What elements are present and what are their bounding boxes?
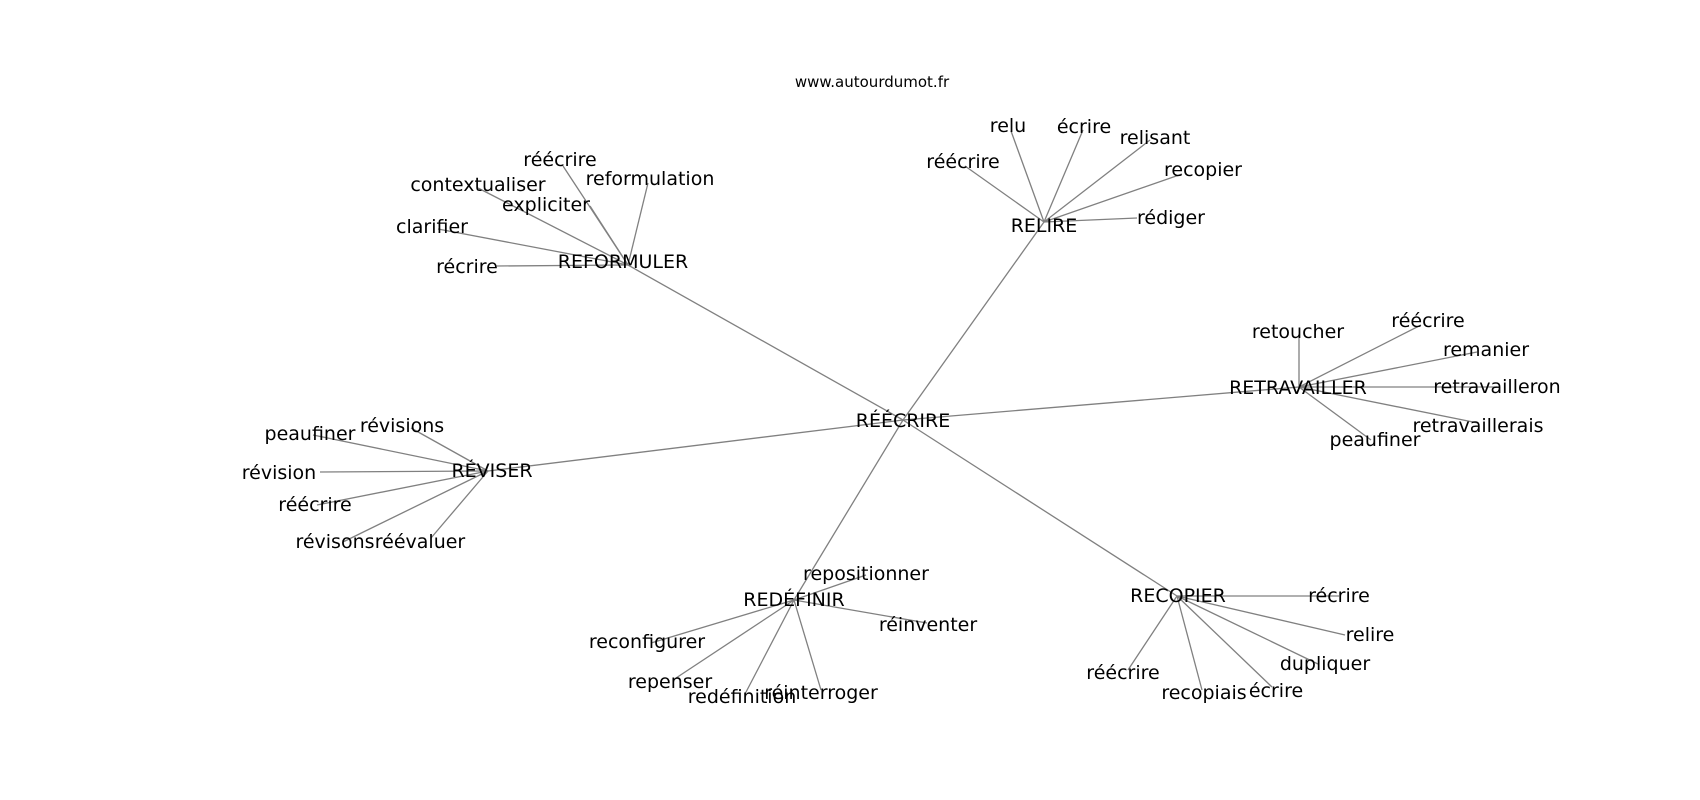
edge-reviser-revisions: [410, 427, 489, 472]
edge-redefinir-repositionner: [793, 574, 867, 601]
leaf-node-revisons[interactable]: révisons: [295, 531, 374, 553]
edge-recopier-relire: [1176, 595, 1346, 636]
leaf-node-recopier[interactable]: recopier: [1164, 159, 1242, 181]
leaf-node-repositionner[interactable]: repositionner: [803, 563, 929, 585]
edge-reformuler-clarifier: [437, 228, 629, 266]
edge-relire-ecrire: [1043, 129, 1084, 223]
edge-reviser-revision: [319, 470, 489, 473]
leaf-node-retoucher[interactable]: retoucher: [1252, 321, 1344, 343]
edge-recopier-dupliquer: [1176, 595, 1319, 665]
leaf-node-redefinition[interactable]: redéfinition: [688, 686, 797, 708]
edge-relire-rediger: [1043, 217, 1138, 223]
edge-redefinir-repenser: [672, 599, 795, 681]
edge-reviser-revisons: [342, 470, 489, 543]
edge-retravailler-reecrire: [1298, 324, 1422, 388]
edge-recopier-reecrire: [1127, 595, 1178, 671]
leaf-node-relu[interactable]: relu: [990, 115, 1026, 137]
leaf-node-dupliquer[interactable]: dupliquer: [1280, 653, 1371, 675]
hub-node-relire[interactable]: RELIRE: [1011, 215, 1078, 237]
hub-node-reformuler[interactable]: REFORMULER: [558, 251, 688, 273]
leaf-node-peaufiner[interactable]: peaufiner: [265, 423, 356, 445]
edge-retravailler-retravaillerais: [1298, 386, 1479, 424]
leaf-node-repenser[interactable]: repenser: [628, 671, 712, 693]
edge-redefinir-reconfigurer: [650, 599, 795, 644]
edge-reformuler-reformulation: [627, 182, 649, 266]
edge-relire-reecrire: [964, 165, 1045, 223]
leaf-node-reecrire[interactable]: réécrire: [926, 151, 999, 173]
leaf-node-reecrire[interactable]: réécrire: [1391, 310, 1464, 332]
leaf-node-ecrire[interactable]: écrire: [1249, 680, 1303, 702]
edge-redefinir-redefinition: [744, 599, 795, 695]
leaf-node-rediger[interactable]: rédiger: [1137, 207, 1205, 229]
leaf-node-retravaillerais[interactable]: retravaillerais: [1412, 415, 1543, 437]
leaf-node-reconfigurer[interactable]: reconfigurer: [589, 631, 705, 653]
edge-relire-recopier: [1043, 173, 1183, 223]
leaf-node-reecrire[interactable]: réécrire: [278, 494, 351, 516]
hub-node-redefinir[interactable]: REDÉFINIR: [743, 588, 844, 611]
edge-reviser-peaufiner: [312, 434, 489, 472]
edge-reformuler-recrire: [496, 264, 629, 267]
leaf-node-reevaluer[interactable]: réévaluer: [375, 531, 466, 553]
hub-node-reviser[interactable]: RÉVISER: [451, 459, 532, 482]
edge-reformuler-expliciter: [589, 205, 629, 266]
leaf-node-recopiais[interactable]: recopiais: [1161, 682, 1246, 704]
leaf-node-recrire[interactable]: récrire: [436, 256, 498, 278]
leaf-node-peaufiner[interactable]: peaufiner: [1330, 429, 1421, 451]
leaf-node-contextualiser[interactable]: contextualiser: [410, 174, 545, 196]
edge-center-recopier: [902, 419, 1178, 597]
leaf-node-reinterroger[interactable]: réinterroger: [764, 682, 878, 704]
edge-retravailler-peaufiner: [1298, 386, 1372, 441]
hub-node-recopier[interactable]: RECOPIER: [1130, 585, 1226, 607]
hub-node-retravailler[interactable]: RETRAVAILLER: [1229, 377, 1367, 399]
leaf-node-clarifier[interactable]: clarifier: [396, 216, 468, 238]
leaf-node-ecrire[interactable]: écrire: [1057, 116, 1111, 138]
labels-layer: www.autourdumot.fr RÉÉCRIRE REFORMULER réé…: [242, 73, 1561, 708]
leaf-node-revision[interactable]: révision: [242, 462, 316, 484]
edge-reviser-reevaluer: [430, 470, 489, 539]
site-watermark[interactable]: www.autourdumot.fr: [795, 73, 950, 91]
edge-center-relire: [902, 221, 1045, 421]
edge-relire-relu: [1010, 130, 1045, 223]
leaf-node-reinventer[interactable]: réinventer: [879, 614, 978, 636]
edge-reviser-reecrire: [316, 470, 489, 506]
edge-center-retravailler: [902, 386, 1300, 421]
leaf-node-expliciter[interactable]: expliciter: [502, 194, 590, 216]
edges-layer: [312, 129, 1497, 695]
leaf-node-reformulation[interactable]: reformulation: [586, 168, 715, 190]
leaf-node-revisions[interactable]: révisions: [360, 415, 444, 437]
edge-redefinir-reinventer: [793, 599, 928, 624]
leaf-node-relisant[interactable]: relisant: [1120, 127, 1191, 149]
edge-center-redefinir: [793, 419, 904, 601]
leaf-node-relire[interactable]: relire: [1346, 624, 1395, 646]
leaf-node-reecrire[interactable]: réécrire: [523, 149, 596, 171]
leaf-node-remanier[interactable]: remanier: [1443, 339, 1529, 361]
leaf-node-recrire[interactable]: récrire: [1308, 585, 1370, 607]
edge-center-reformuler: [627, 264, 904, 421]
leaf-node-retravailleron[interactable]: retravailleron: [1433, 376, 1560, 398]
edge-relire-relisant: [1043, 139, 1151, 223]
leaf-node-reecrire[interactable]: réécrire: [1086, 662, 1159, 684]
edge-reformuler-contextualiser: [477, 187, 629, 266]
edge-retravailler-remanier: [1298, 351, 1478, 388]
edge-recopier-recopiais: [1176, 595, 1203, 691]
edge-redefinir-reinterroger: [793, 599, 822, 691]
edge-recopier-ecrire: [1176, 595, 1273, 688]
center-node-reecrire[interactable]: RÉÉCRIRE: [856, 409, 951, 432]
edge-center-reviser: [487, 419, 904, 472]
